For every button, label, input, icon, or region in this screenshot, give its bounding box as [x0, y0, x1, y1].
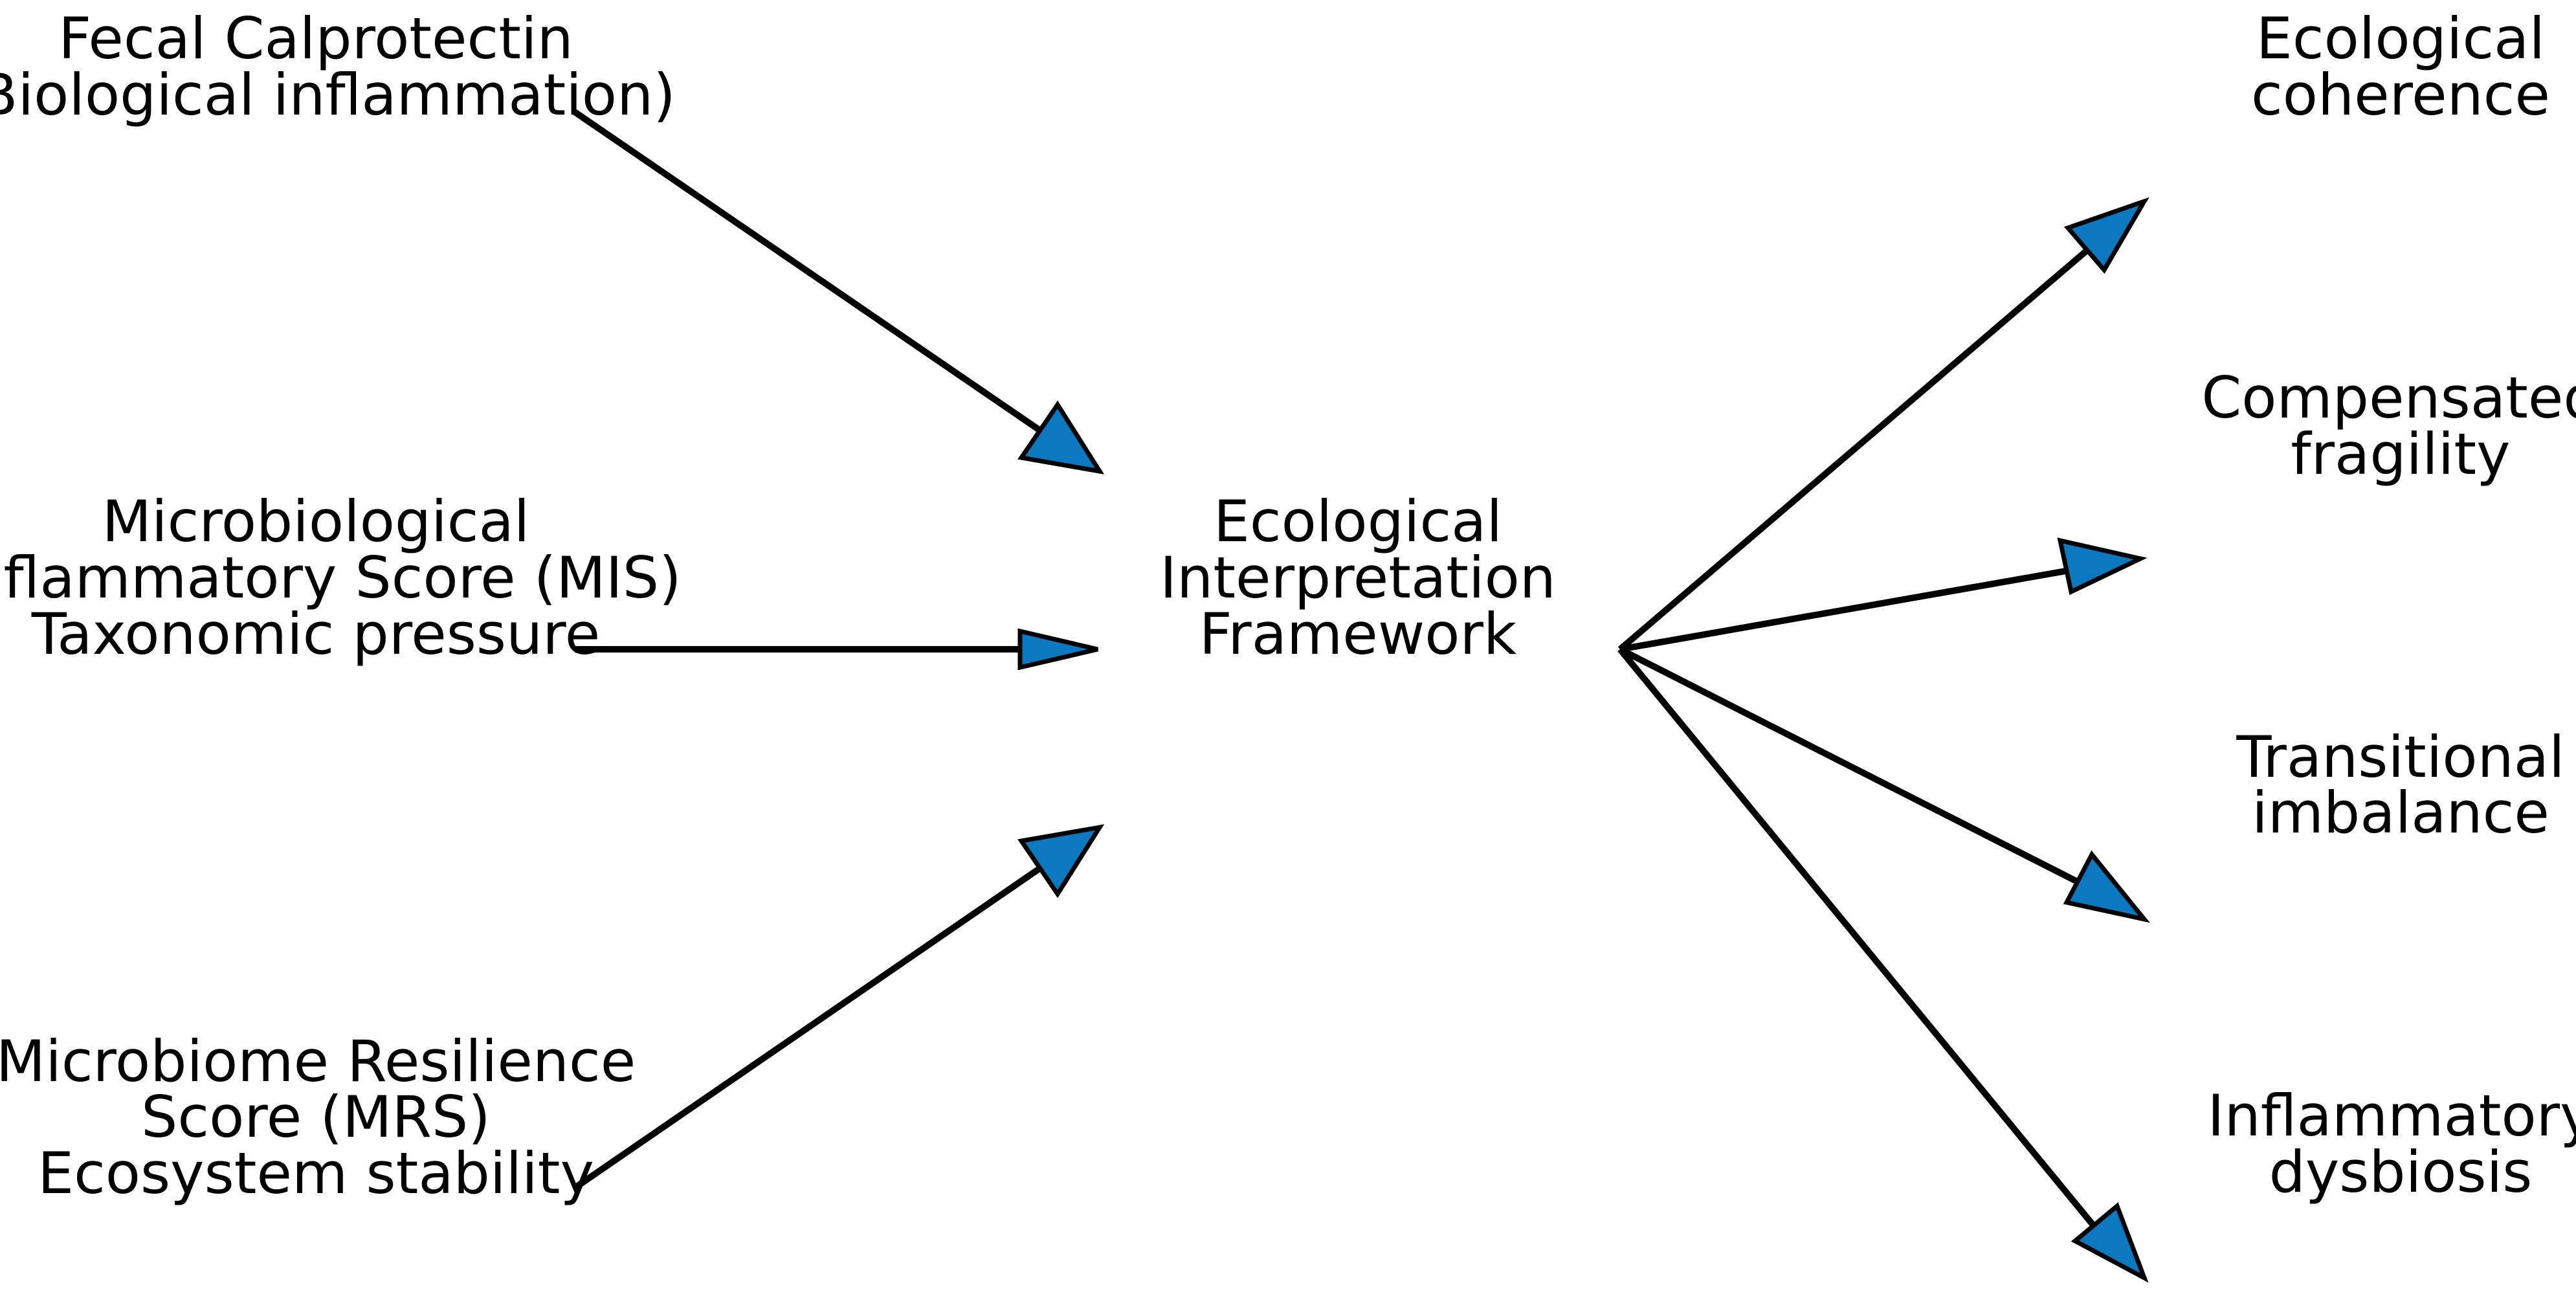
- output-node-transitional: Transitional imbalance: [2236, 724, 2564, 846]
- input-node-calprotectin: Fecal Calprotectin (Biological inflammat…: [0, 5, 676, 128]
- input-node-mis: Microbiological Inflammatory Score (MIS)…: [0, 488, 682, 667]
- center-line-3: Framework: [1199, 601, 1517, 667]
- input-mis-line-2: Inflammatory Score (MIS): [0, 544, 682, 611]
- output-transitional-line-1: Transitional: [2236, 724, 2564, 790]
- center-line-2: Interpretation: [1160, 544, 1556, 611]
- input-mrs-line-1: Microbiome Resilience: [0, 1028, 636, 1095]
- arrow-mrs-to-framework: [573, 824, 1105, 1191]
- output-fragility-line-1: Compensated: [2201, 364, 2576, 431]
- input-mis-line-3: Taxonomic pressure: [31, 601, 600, 667]
- arrow-framework-to-coherence: [1617, 197, 2149, 652]
- arrowhead-fragility: [2057, 537, 2148, 596]
- arrowhead-mis: [1017, 628, 1098, 671]
- center-line-1: Ecological: [1214, 488, 1502, 555]
- arrow-framework-to-dysbiosis: [1617, 647, 2149, 1283]
- input-mrs-line-2: Score (MRS): [141, 1084, 491, 1150]
- output-node-coherence: Ecological coherence: [2251, 5, 2550, 128]
- output-dysbiosis-line-1: Inflammatory: [2207, 1082, 2576, 1149]
- output-fragility-line-2: fragility: [2291, 421, 2510, 487]
- output-coherence-line-2: coherence: [2251, 61, 2550, 128]
- arrowhead-coherence: [2063, 197, 2149, 274]
- arrow-calprotectin-to-framework: [573, 109, 1105, 475]
- arrowhead-transitional: [2063, 850, 2150, 923]
- output-dysbiosis-line-2: dysbiosis: [2269, 1139, 2533, 1205]
- output-node-fragility: Compensated fragility: [2201, 364, 2576, 487]
- arrow-mis-to-framework: [575, 628, 1098, 671]
- output-node-dysbiosis: Inflammatory dysbiosis: [2207, 1082, 2576, 1205]
- output-coherence-line-1: Ecological: [2256, 5, 2545, 72]
- arrowhead-calprotectin: [1017, 400, 1105, 475]
- arrowhead-mrs: [1017, 824, 1105, 899]
- input-mrs-line-3: Ecosystem stability: [38, 1140, 594, 1207]
- arrowhead-dysbiosis: [2071, 1202, 2149, 1283]
- input-node-mrs: Microbiome Resilience Score (MRS) Ecosys…: [0, 1028, 636, 1207]
- arrow-framework-to-transitional: [1618, 646, 2150, 923]
- input-calprotectin-line-1: Fecal Calprotectin: [58, 5, 573, 72]
- output-transitional-line-2: imbalance: [2252, 779, 2549, 846]
- center-node-framework: Ecological Interpretation Framework: [1160, 488, 1556, 667]
- input-mis-line-1: Microbiological: [102, 488, 530, 555]
- input-calprotectin-line-2: (Biological inflammation): [0, 61, 676, 128]
- arrow-framework-to-fragility: [1619, 537, 2148, 653]
